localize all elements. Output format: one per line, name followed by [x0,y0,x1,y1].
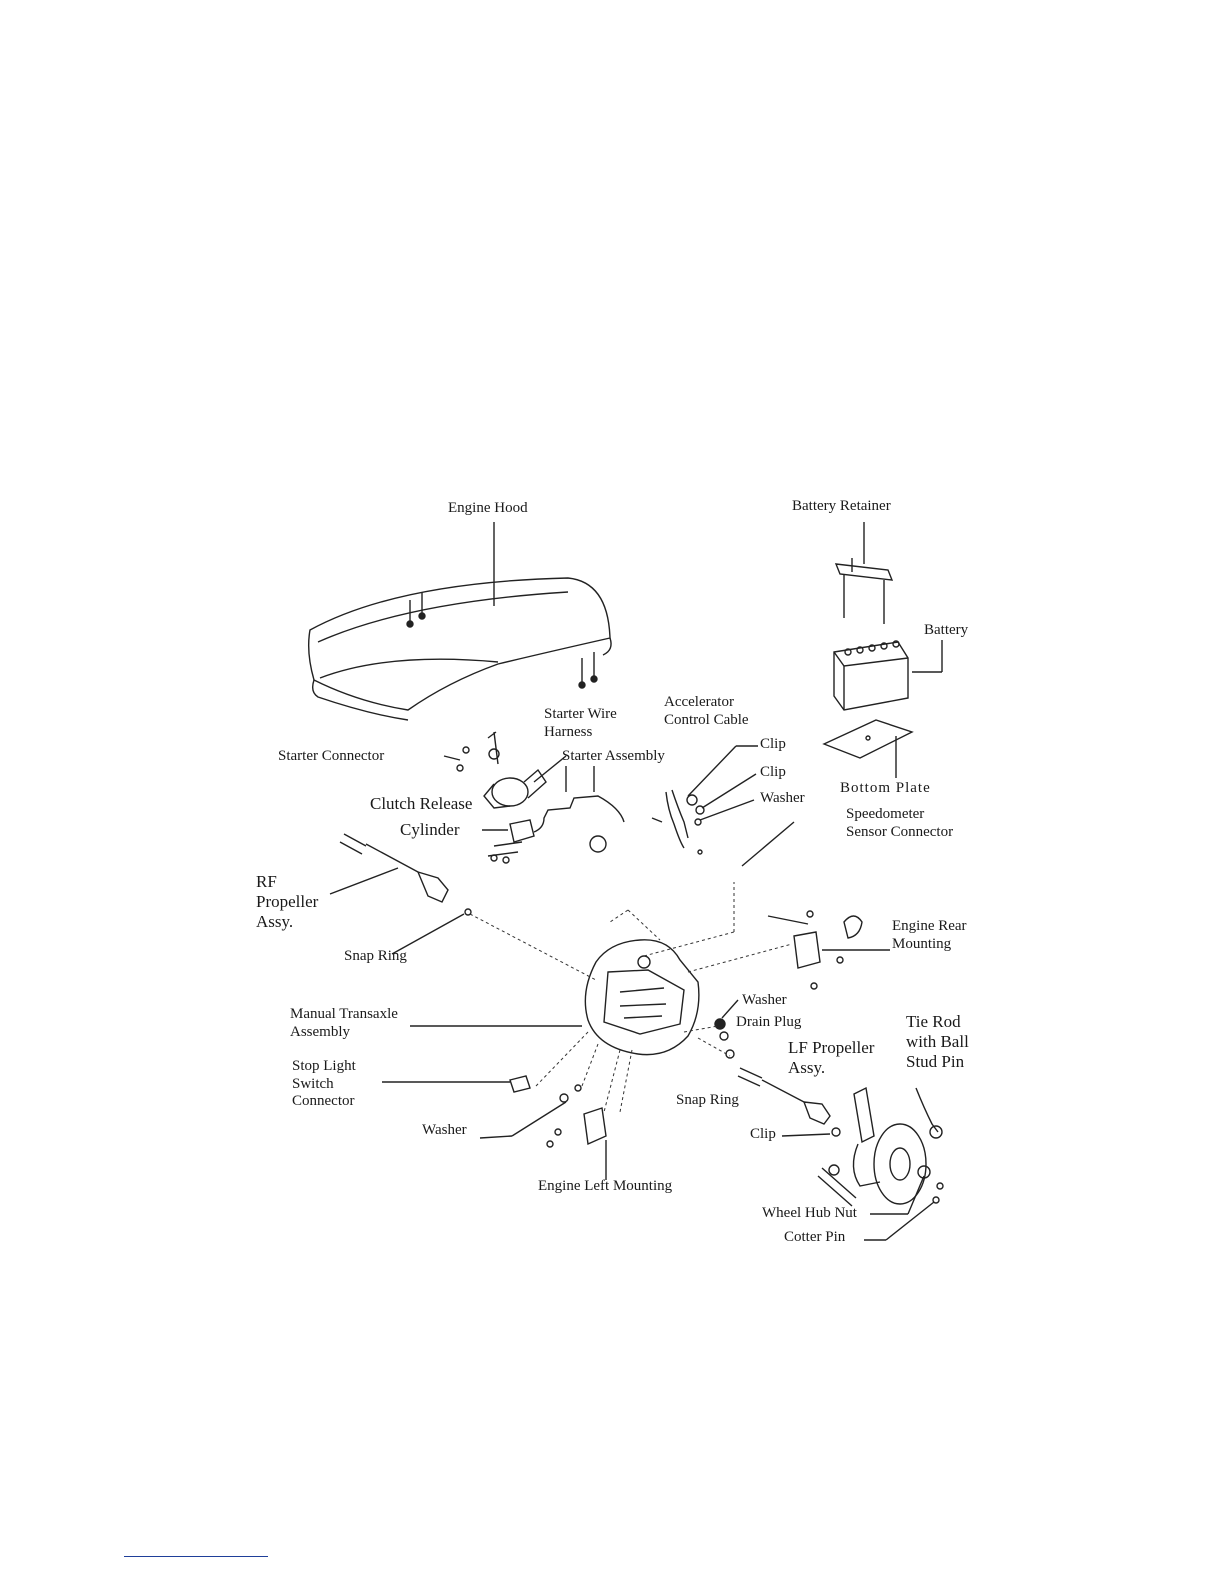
drain-plug-label: Drain Plug [736,1014,802,1030]
exploded-parts-diagram: Engine Hood Battery Retainer Battery Bot… [248,492,992,1262]
clutch-cylinder-label: Cylinder [400,820,460,839]
stop-light-connector-drawing [509,1075,582,1103]
cotter-pin-label: Cotter Pin [784,1229,846,1245]
tie-rod-label: Tie Rod with Ball Stud Pin [906,1012,969,1072]
engine-left-mounting-drawing [546,1107,607,1148]
washer-label-top: Washer [760,790,805,806]
accelerator-cable-drawing [651,789,705,855]
starter-assembly-label: Starter Assembly [562,748,665,764]
engine-rear-mounting-label: Engine Rear Mounting [892,918,967,952]
rf-propeller-drawing [339,833,472,916]
snap-ring-label-left: Snap Ring [344,948,407,964]
engine-hood-drawing [307,577,612,721]
battery-drawing [833,640,909,711]
clip-label-bottom: Clip [750,1126,776,1142]
clip-label-second: Clip [760,764,786,780]
battery-retainer-drawing [834,558,894,624]
clip-label-top: Clip [760,736,786,752]
bottom-plate-label: Bottom Plate [840,780,931,796]
lf-propeller-assy-label: LF Propeller Assy. [788,1038,875,1078]
manual-transaxle-assembly-label: Manual Transaxle Assembly [290,1006,398,1040]
speedometer-sensor-connector-label: Speedometer Sensor Connector [846,806,954,840]
hub-knuckle-drawing [817,1086,931,1207]
engine-left-mounting-label: Engine Left Mounting [538,1178,673,1194]
snap-ring-label-right: Snap Ring [676,1092,739,1108]
battery-retainer-label: Battery Retainer [792,498,891,514]
engine-rear-mounting-drawing [767,910,863,990]
stop-light-switch-connector-label: Stop Light Switch Connector [292,1058,356,1110]
transaxle-drawing [584,939,735,1059]
lf-propeller-drawing [737,1067,831,1125]
diagram-artwork [307,522,944,1241]
clutch-release-label: Clutch Release [370,794,473,813]
engine-hood-label: Engine Hood [448,500,528,516]
tie-rod-drawing [915,1087,944,1204]
rf-propeller-assy-label: RF Propeller Assy. [256,872,319,932]
starter-assembly-drawing [456,731,595,809]
washer-label-bottom: Washer [422,1122,467,1138]
battery-label: Battery [924,622,969,638]
wheel-hub-nut-label: Wheel Hub Nut [762,1205,857,1221]
washer-label-right: Washer [742,992,787,1008]
clutch-release-cylinder-drawing [487,795,625,864]
footnote-rule [124,1556,268,1557]
bottom-plate-drawing [822,719,914,759]
starter-wire-harness-label: Starter Wire Harness [544,706,617,740]
starter-connector-label: Starter Connector [278,748,385,764]
accelerator-control-cable-label: Accelerator Control Cable [664,694,749,728]
